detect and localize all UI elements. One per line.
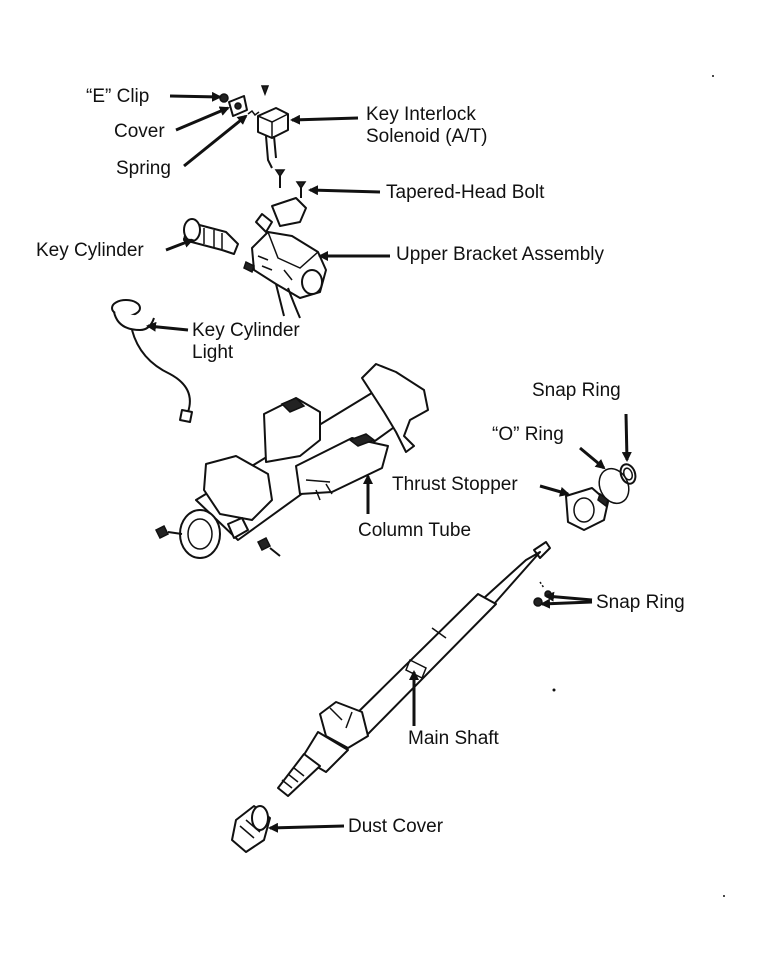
cover-leader — [175, 106, 230, 132]
spring-part — [247, 109, 260, 117]
label-key-interlock-line2: Solenoid (A/T) — [366, 126, 488, 147]
label-key-interlock-line1: Key Interlock — [366, 104, 476, 125]
label-cover: Cover — [114, 121, 165, 142]
key-interlock-leader — [290, 114, 359, 125]
label-key-cylinder-light-line2: Light — [192, 342, 234, 363]
o-ring-leader — [579, 446, 606, 470]
speck — [712, 75, 714, 77]
label-thrust-stopper: Thrust Stopper — [392, 474, 518, 495]
speck — [723, 895, 725, 897]
thrust-stopper-leader — [539, 484, 570, 497]
column-tube-part — [154, 363, 429, 559]
label-spring: Spring — [116, 158, 171, 179]
key-cylinder-part — [183, 218, 239, 255]
label-upper-bracket-assembly: Upper Bracket Assembly — [396, 244, 605, 265]
label-key-cylinder: Key Cylinder — [36, 240, 144, 261]
spring-leader — [183, 114, 248, 168]
label-snap-ring-top: Snap Ring — [532, 380, 621, 401]
key-cylinder-light-leader — [146, 321, 189, 332]
dust-cover-part — [231, 805, 271, 853]
label-snap-ring-lower: Snap Ring — [596, 592, 685, 613]
tapered-head-bolt-leader — [308, 185, 381, 196]
label-dust-cover: Dust Cover — [348, 816, 444, 837]
cover-part — [228, 95, 248, 117]
main-shaft-part — [277, 541, 551, 797]
key-interlock-solenoid-part — [257, 85, 289, 169]
snap-ring-lower-leader-b — [540, 598, 593, 609]
label-main-shaft: Main Shaft — [408, 728, 499, 749]
key-cylinder-leader — [165, 238, 194, 252]
upper-bracket-assembly-part — [243, 197, 327, 319]
e-clip-leader — [169, 91, 222, 102]
speck — [552, 688, 556, 692]
thrust-stopper-part — [565, 487, 609, 531]
snap-ring-top-leader — [621, 413, 632, 462]
e-clip-part — [219, 93, 229, 103]
label-key-cylinder-light-line1: Key Cylinder — [192, 320, 300, 341]
snap-ring-lower-leader-a — [544, 591, 593, 602]
dust-cover-leader — [268, 822, 345, 833]
label-o-ring: “O” Ring — [492, 424, 564, 445]
label-tapered-head-bolt: Tapered-Head Bolt — [386, 182, 545, 203]
leader-lines — [146, 91, 632, 833]
key-cylinder-light-part — [111, 299, 193, 423]
label-column-tube: Column Tube — [358, 520, 472, 541]
label-e-clip: “E” Clip — [86, 86, 150, 107]
tapered-head-bolt-part — [274, 169, 307, 198]
o-ring-part — [598, 467, 630, 505]
